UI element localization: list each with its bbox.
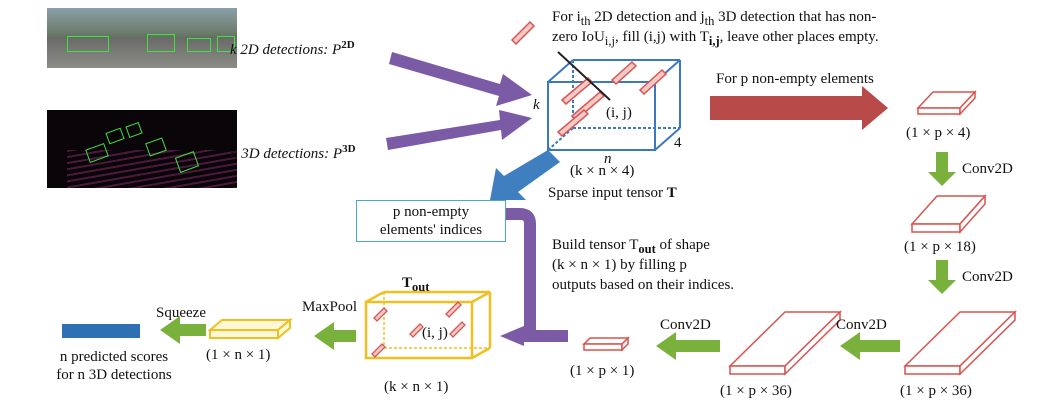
lidar-image-thumbnail xyxy=(47,110,237,188)
slab-1x-p-36-right xyxy=(903,310,1017,376)
arrow-conv2d-2 xyxy=(928,260,956,294)
instruction-text: For ith 2D detection and jth 3D detectio… xyxy=(552,9,877,28)
slab-1x-n-1 xyxy=(207,317,293,341)
build-text-3: outputs based on their indices. xyxy=(552,277,735,293)
maxpool-label: MaxPool xyxy=(302,299,358,315)
det2d-label: k 2D detections: P2D xyxy=(230,39,355,58)
squeeze-label: Squeeze xyxy=(156,305,206,321)
slab-1x-p-4 xyxy=(916,90,977,116)
output-label: n predicted scores for n 3D detections xyxy=(56,349,172,383)
sparse-tensor-cube xyxy=(547,59,681,151)
shape-1xp4: (1 × p × 4) xyxy=(906,125,971,141)
conv2d-label-4: Conv2D xyxy=(660,317,711,333)
tout-tensor-box xyxy=(364,290,492,360)
shape-1xp18: (1 × p × 18) xyxy=(904,239,976,255)
sparse-tensor-caption: Sparse input tensor T xyxy=(548,185,677,201)
arrow-indices-to-tout xyxy=(504,208,536,330)
tout-ij-label: (i, j) xyxy=(422,325,448,341)
arrow-to-indices xyxy=(490,150,560,200)
ij-pointer xyxy=(557,51,611,101)
build-text: Build tensor Tout of shape xyxy=(552,237,710,256)
conv2d-label-2: Conv2D xyxy=(962,269,1013,285)
cube-shape-label: (k × n × 4) xyxy=(570,163,635,179)
shape-1xp36-left: (1 × p × 36) xyxy=(720,383,792,399)
nonempty-label: For p non-empty elements xyxy=(716,71,874,87)
output-scores-bar xyxy=(62,324,140,338)
arrow-maxpool xyxy=(314,322,356,350)
arrow-conv2d-1 xyxy=(928,152,956,186)
camera-image-thumbnail xyxy=(47,8,237,68)
det3d-label: n 3D detections: P3D xyxy=(230,143,356,162)
tout-title: Tout xyxy=(402,275,430,294)
slab-1x-p-18 xyxy=(910,194,987,234)
arrow-3d-to-tensor xyxy=(386,110,532,150)
tout-elements xyxy=(371,301,466,358)
indices-box: p non-empty elements' indices xyxy=(356,200,506,242)
slab-1x-p-1 xyxy=(582,336,630,352)
pooled-shape: (1 × n × 1) xyxy=(206,347,271,363)
tensor-elements xyxy=(510,20,668,138)
conv2d-label-3: Conv2D xyxy=(836,317,887,333)
cube-ij-label: (i, j) xyxy=(606,105,632,121)
arrow-conv2d-4 xyxy=(656,332,720,360)
shape-1xp1: (1 × p × 1) xyxy=(570,363,635,379)
build-text-2: (k × n × 1) by filling p xyxy=(552,257,687,273)
tout-shape: (k × n × 1) xyxy=(384,379,449,395)
instruction-text-2: zero IoUi,j, fill (i,j) with Ti,j, leave… xyxy=(552,29,879,48)
cube-4-label: 4 xyxy=(674,135,682,151)
cube-n-label: n xyxy=(604,151,612,167)
slab-1x-p-36-left xyxy=(728,310,842,376)
conv2d-label-1: Conv2D xyxy=(962,161,1013,177)
cube-k-label: k xyxy=(533,97,540,113)
arrow-nonempty xyxy=(710,86,888,130)
arrow-conv2d-3 xyxy=(840,332,900,360)
shape-1xp36-right: (1 × p × 36) xyxy=(900,383,972,399)
arrow-2d-to-tensor xyxy=(389,52,532,106)
arrow-squeeze xyxy=(160,316,206,344)
